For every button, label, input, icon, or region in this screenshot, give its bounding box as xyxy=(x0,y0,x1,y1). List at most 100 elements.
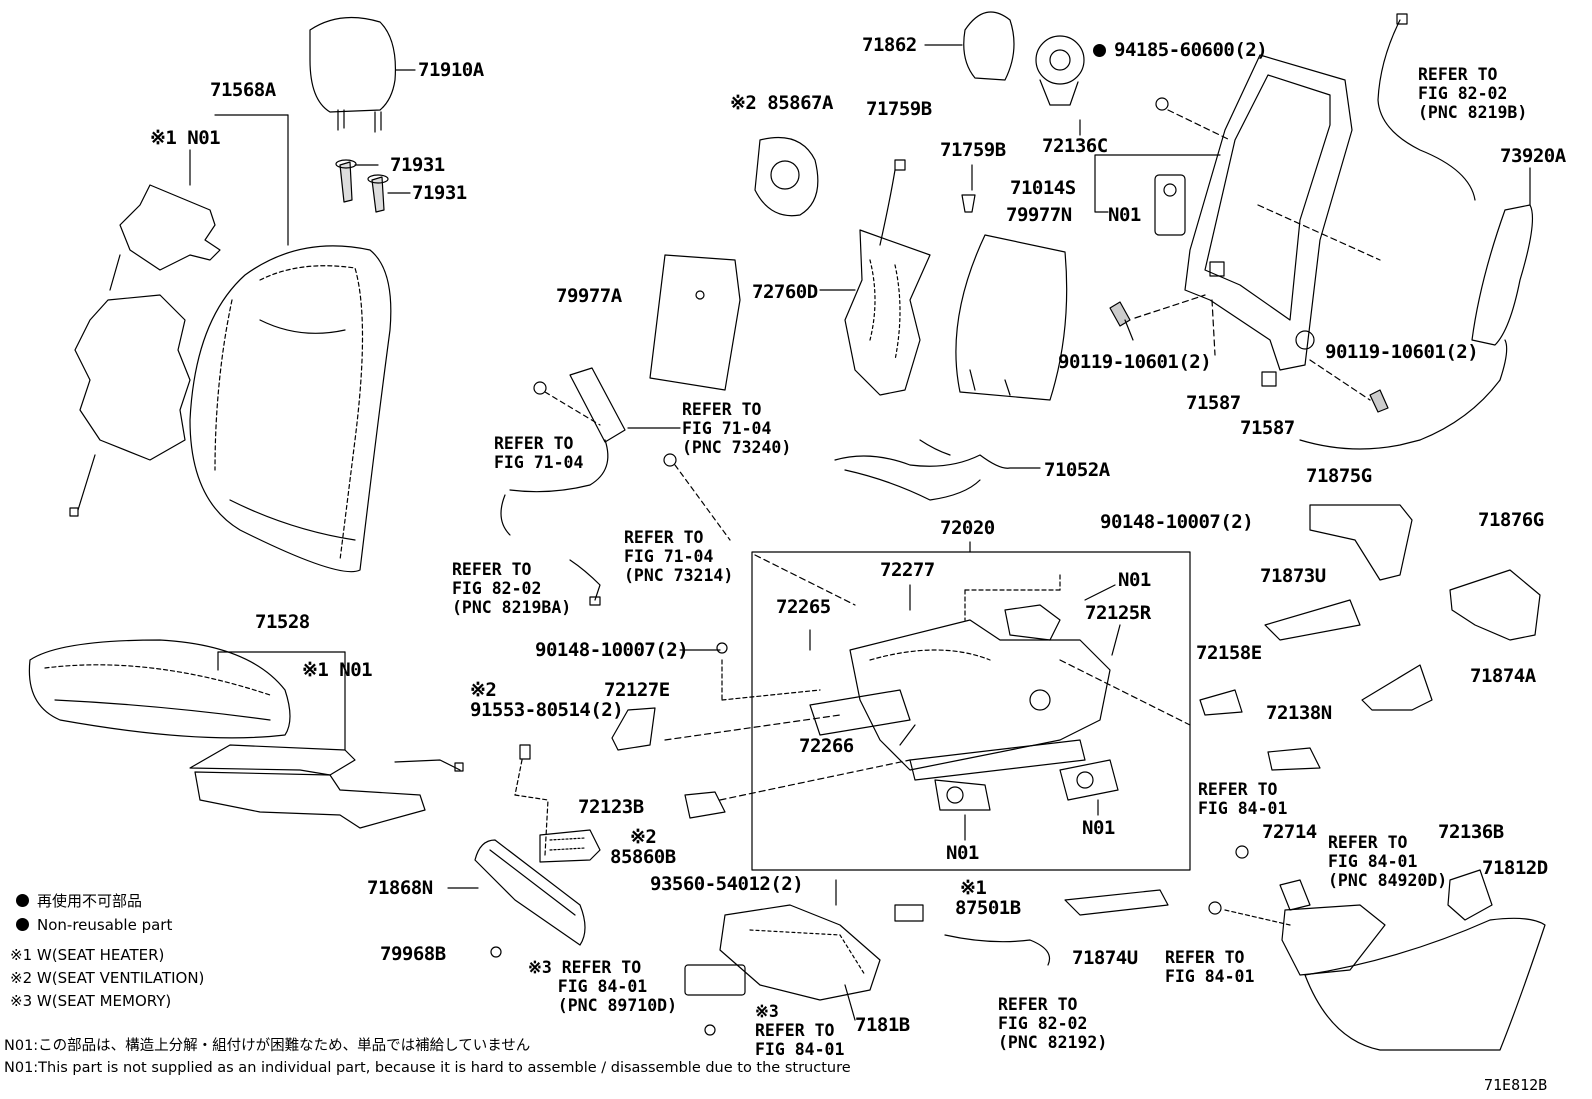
part-71874a[interactable]: 71874A xyxy=(1470,665,1536,687)
part-71587-left[interactable]: 71587 xyxy=(1186,392,1241,414)
legend-nonreusable-en: Non-reusable part xyxy=(16,914,172,936)
side-airbag xyxy=(1299,13,1534,450)
part-71874u[interactable]: 71874U xyxy=(1072,947,1138,969)
ventilation-fan-back xyxy=(754,136,819,217)
non-reusable-mark xyxy=(1093,44,1106,57)
part-72714[interactable]: 72714 xyxy=(1262,821,1317,843)
part-71528[interactable]: 71528 xyxy=(255,611,310,633)
part-71759b-right[interactable]: 71759B xyxy=(940,139,1006,161)
part-71931-lower[interactable]: 71931 xyxy=(412,182,467,204)
seatback-frame xyxy=(1134,54,1381,401)
part-72158e[interactable]: 72158E xyxy=(1196,642,1262,664)
part-85867a[interactable]: ※2 85867A xyxy=(730,92,833,114)
small-brackets xyxy=(514,642,728,819)
part-93560-54012[interactable]: 93560-54012(2) xyxy=(650,873,804,895)
part-71862[interactable]: 71862 xyxy=(862,34,917,56)
part-90148-10007-top[interactable]: 90148-10007(2) xyxy=(1100,511,1254,533)
part-90119-10601-right[interactable]: 90119-10601(2) xyxy=(1325,341,1479,363)
part-90119-10601-left[interactable]: 90119-10601(2) xyxy=(1058,351,1212,373)
part-7181b[interactable]: 7181B xyxy=(855,1014,910,1036)
part-n01-back-heater[interactable]: ※1 N01 xyxy=(150,127,221,149)
lumbar-support xyxy=(819,159,931,396)
ref-fig-84-01-lower[interactable]: REFER TO FIG 84-01 xyxy=(1165,948,1255,986)
part-n01-lumbar[interactable]: N01 xyxy=(1108,204,1141,226)
part-72136c[interactable]: 72136C xyxy=(1042,135,1108,157)
figure-id: 71E812B xyxy=(1484,1076,1548,1094)
part-72266[interactable]: 72266 xyxy=(799,735,854,757)
part-72760d[interactable]: 72760D xyxy=(752,281,818,303)
part-71052a[interactable]: 71052A xyxy=(1044,459,1110,481)
legend-dot-icon xyxy=(16,918,29,931)
part-72138n[interactable]: 72138N xyxy=(1266,702,1332,724)
part-71868n[interactable]: 71868N xyxy=(367,877,433,899)
part-n01-motor-lower[interactable]: N01 xyxy=(946,842,979,864)
ventilation-fan-cushion xyxy=(539,799,601,863)
part-n01-track[interactable]: N01 xyxy=(1118,569,1151,591)
part-71910a[interactable]: 71910A xyxy=(418,59,484,81)
ref-fig-82-02-pnc-8219ba[interactable]: REFER TO FIG 82-02 (PNC 8219BA) xyxy=(452,560,572,617)
part-72265[interactable]: 72265 xyxy=(776,596,831,618)
part-71875g[interactable]: 71875G xyxy=(1306,465,1372,487)
ref-fig-82-02-pnc-8219b[interactable]: REFER TO FIG 82-02 (PNC 8219B) xyxy=(1418,65,1528,122)
back-pad-a xyxy=(649,254,741,391)
headrest-guides xyxy=(335,159,411,213)
part-72125r[interactable]: 72125R xyxy=(1085,602,1151,624)
note-n01-en: N01:This part is not supplied as an indi… xyxy=(4,1060,851,1076)
part-91553-80514[interactable]: 91553-80514(2) xyxy=(470,699,624,721)
part-71876g[interactable]: 71876G xyxy=(1478,509,1544,531)
legend-seat-memory: ※3 W(SEAT MEMORY) xyxy=(10,992,172,1010)
legend-nonreusable-jp-text: 再使用不可部品 xyxy=(37,892,143,910)
ref-fig-84-01-pnc-89710d[interactable]: ※3 REFER TO FIG 84-01 (PNC 89710D) xyxy=(528,958,678,1015)
part-71812d[interactable]: 71812D xyxy=(1482,857,1548,879)
legend-nonreusable-jp: 再使用不可部品 xyxy=(16,890,142,912)
part-90148-10007-left[interactable]: 90148-10007(2) xyxy=(535,639,689,661)
part-94185-60600[interactable]: 94185-60600(2) xyxy=(1093,40,1268,60)
part-71014s[interactable]: 71014S xyxy=(1010,177,1076,199)
seat-harness xyxy=(834,439,1041,501)
ref-fig-84-01-pnc-84920d[interactable]: REFER TO FIG 84-01 (PNC 84920D) xyxy=(1328,833,1448,890)
part-79977n[interactable]: 79977N xyxy=(1006,204,1072,226)
part-n01-cushion-heater[interactable]: ※1 N01 xyxy=(302,659,373,681)
cushion-shield xyxy=(447,839,586,958)
part-71587-right[interactable]: 71587 xyxy=(1240,417,1295,439)
note-n01-jp: N01:この部品は、構造上分解・組付けが困難なため、単品では補給していません xyxy=(4,1038,531,1054)
lumbar-motor xyxy=(1094,154,1221,236)
seat-cushion-cover xyxy=(28,639,346,751)
mark-heater-87501b: ※1 xyxy=(960,877,987,899)
ref-fig-82-02-pnc-82192[interactable]: REFER TO FIG 82-02 (PNC 82192) xyxy=(998,995,1108,1052)
part-73920a[interactable]: 73920A xyxy=(1500,145,1566,167)
part-n01-motor-right[interactable]: N01 xyxy=(1082,817,1115,839)
part-71931-upper[interactable]: 71931 xyxy=(390,154,445,176)
mark-ventilation-85860b: ※2 xyxy=(630,826,657,848)
back-upper-cover xyxy=(924,11,1015,81)
right-trims xyxy=(1199,504,1546,1051)
seat-lower-frame xyxy=(684,879,881,1036)
part-72136b[interactable]: 72136B xyxy=(1438,821,1504,843)
ref-fig-84-01-upper[interactable]: REFER TO FIG 84-01 xyxy=(1198,780,1288,818)
part-72127e[interactable]: 72127E xyxy=(604,679,670,701)
ref-fig-71-04-pnc-73240[interactable]: REFER TO FIG 71-04 (PNC 73240) xyxy=(682,400,792,457)
part-85860b[interactable]: 85860B xyxy=(610,846,676,868)
part-72020[interactable]: 72020 xyxy=(940,517,995,539)
ref-fig-84-01-memory[interactable]: ※3 REFER TO FIG 84-01 xyxy=(755,1002,845,1059)
frame-bolts xyxy=(1109,261,1389,413)
part-72123b[interactable]: 72123B xyxy=(578,796,644,818)
part-72277[interactable]: 72277 xyxy=(880,559,935,581)
ref-fig-71-04-pnc-73214[interactable]: REFER TO FIG 71-04 (PNC 73214) xyxy=(624,528,734,585)
seat-belt-buckle xyxy=(500,367,731,606)
legend-seat-heater: ※1 W(SEAT HEATER) xyxy=(10,946,165,964)
back-pad-n xyxy=(955,234,1068,401)
legend-seat-ventilation: ※2 W(SEAT VENTILATION) xyxy=(10,969,205,987)
part-71759b-left[interactable]: 71759B xyxy=(866,98,932,120)
part-79968b[interactable]: 79968B xyxy=(380,943,446,965)
clip-71759b xyxy=(961,164,976,213)
part-71568a[interactable]: 71568A xyxy=(210,79,276,101)
part-79977a[interactable]: 79977A xyxy=(556,285,622,307)
legend-nonreusable-en-text: Non-reusable part xyxy=(37,916,173,934)
adjuster-leaders xyxy=(664,554,1191,841)
ref-fig-71-04[interactable]: REFER TO FIG 71-04 xyxy=(494,434,584,472)
cushion-heater xyxy=(189,744,464,829)
part-71873u[interactable]: 71873U xyxy=(1260,565,1326,587)
part-87501b[interactable]: 87501B xyxy=(955,897,1021,919)
